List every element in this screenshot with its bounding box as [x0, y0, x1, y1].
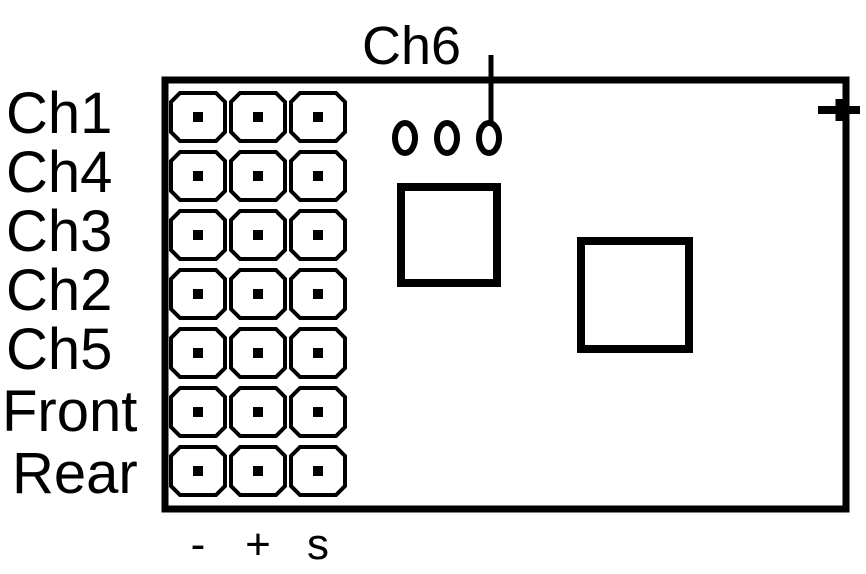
column-label-negative: -	[191, 520, 206, 569]
pin-pad-front-1	[169, 386, 227, 438]
pin-hole-ch5-2	[253, 348, 263, 358]
row-label-ch5: Ch5	[6, 317, 112, 382]
pin-pad-rear-1	[169, 445, 227, 497]
pin-pad-ch2-1	[169, 268, 227, 320]
pin-pad-ch5-2	[229, 327, 287, 379]
pin-pad-ch5-1	[169, 327, 227, 379]
pin-pad-rear-3	[289, 445, 347, 497]
pin-pad-ch3-2	[229, 209, 287, 261]
pin-hole-ch2-1	[193, 289, 203, 299]
pin-hole-ch2-2	[253, 289, 263, 299]
chip-2	[577, 237, 693, 353]
pin-pad-ch2-2	[229, 268, 287, 320]
row-label-ch1: Ch1	[6, 81, 112, 146]
pin-hole-front-2	[253, 407, 263, 417]
ch6-label: Ch6	[362, 16, 461, 76]
column-label-positive: +	[245, 520, 271, 569]
pin-pad-ch4-2	[229, 150, 287, 202]
pin-pad-front-3	[289, 386, 347, 438]
row-label-ch4: Ch4	[6, 140, 112, 205]
board-outline	[161, 76, 850, 513]
ch6-pad-2	[434, 120, 460, 156]
ch6-pads	[392, 120, 502, 156]
pin-pad-ch1-1	[169, 91, 227, 143]
pin-hole-ch1-3	[313, 112, 323, 122]
pin-hole-ch3-2	[253, 230, 263, 240]
pin-hole-rear-2	[253, 466, 263, 476]
pin-hole-ch3-1	[193, 230, 203, 240]
pin-pad-ch3-3	[289, 209, 347, 261]
ch6-pad-1	[392, 120, 418, 156]
pin-pad-front-2	[229, 386, 287, 438]
servo-pin-header	[169, 91, 347, 497]
pin-hole-rear-1	[193, 466, 203, 476]
pin-hole-ch2-3	[313, 289, 323, 299]
pin-pad-ch3-1	[169, 209, 227, 261]
chip-1	[397, 183, 501, 287]
ch6-pad-3	[476, 120, 502, 156]
pin-hole-ch3-3	[313, 230, 323, 240]
pin-pad-ch4-3	[289, 150, 347, 202]
pin-pad-rear-2	[229, 445, 287, 497]
pin-hole-ch1-2	[253, 112, 263, 122]
pin-hole-ch5-3	[313, 348, 323, 358]
pin-pad-ch4-1	[169, 150, 227, 202]
row-label-ch2: Ch2	[6, 258, 112, 323]
pin-column-labels: - + s	[191, 520, 329, 569]
pin-hole-ch4-1	[193, 171, 203, 181]
pin-hole-ch4-3	[313, 171, 323, 181]
pin-hole-ch4-2	[253, 171, 263, 181]
plus-mark-icon	[818, 99, 860, 121]
pin-hole-rear-3	[313, 466, 323, 476]
pin-hole-ch5-1	[193, 348, 203, 358]
pin-pad-ch1-2	[229, 91, 287, 143]
row-label-front: Front	[2, 379, 137, 444]
row-label-ch3: Ch3	[6, 199, 112, 264]
pin-pad-ch5-3	[289, 327, 347, 379]
column-label-signal: s	[307, 520, 329, 569]
row-label-rear: Rear	[12, 441, 138, 506]
pin-pad-ch1-3	[289, 91, 347, 143]
pin-hole-front-1	[193, 407, 203, 417]
pin-pad-ch2-3	[289, 268, 347, 320]
pin-hole-front-3	[313, 407, 323, 417]
pin-hole-ch1-1	[193, 112, 203, 122]
channel-labels: Ch1 Ch4 Ch3 Ch2 Ch5 Front Rear	[2, 81, 138, 506]
